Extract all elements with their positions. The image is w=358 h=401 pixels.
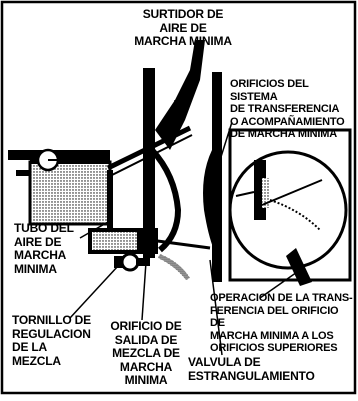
carburetor-wall-right: [203, 72, 222, 282]
label-throttle-valve: VALVULA DE ESTRANGULAMIENTO: [188, 355, 315, 383]
float-bowl: [8, 148, 112, 226]
label-idle-air-tube: TUBO DEL AIRE DE MARCHA MINIMA: [14, 221, 74, 276]
label-mixture-screw: TORNILLO DE REGULACION DE LA MEZCLA: [12, 313, 91, 368]
leader-lines: [69, 100, 301, 356]
label-mixture-outlet: ORIFICIO DE SALIDA DE MEZCLA DE MARCHA M…: [110, 319, 182, 387]
carburetor-wall-left: [88, 40, 205, 258]
label-transfer-operation: OPERACION DE LA TRANS- FERENCIA DEL ORIF…: [210, 292, 353, 354]
label-transfer-orifices: ORIFICIOS DEL SISTEMA DE TRANSFERENCIA O…: [230, 78, 345, 140]
magnified-inset: [228, 128, 352, 286]
throttle-valve: [149, 238, 211, 280]
label-idle-air-jet: SURTIDOR DE AIRE DE MARCHA MINIMA: [134, 7, 232, 48]
mixture-screw: [114, 252, 150, 272]
